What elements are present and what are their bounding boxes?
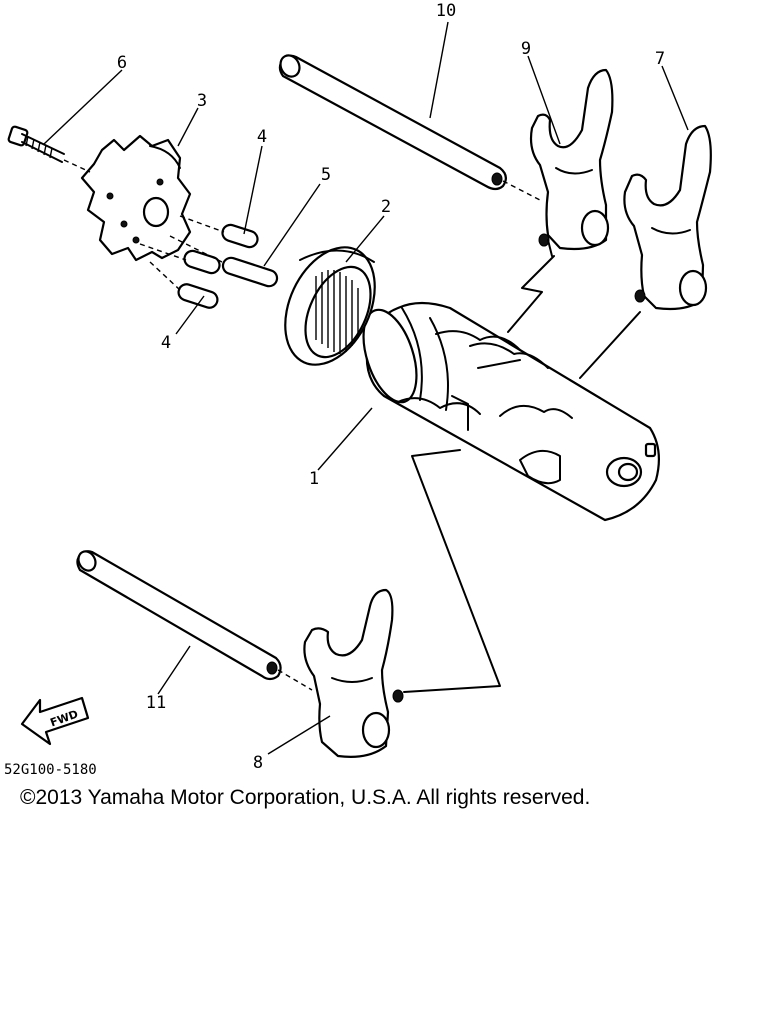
label-part-4-lower: 4: [161, 333, 171, 353]
label-part-7: 7: [655, 49, 665, 69]
shift-fork-7: [623, 124, 712, 311]
fwd-arrow: FWD: [20, 696, 90, 746]
label-part-8: 8: [253, 753, 263, 773]
exploded-parts-diagram: 10 9 7 6 3 4 5 2 4 1 11 8 FWD 52G100-518…: [4, 1, 712, 778]
screw-6: [7, 125, 91, 173]
pin-5: [169, 235, 279, 288]
label-part-3: 3: [197, 91, 207, 111]
label-part-4-upper: 4: [257, 127, 267, 147]
label-part-2: 2: [381, 197, 391, 217]
part-labels: 10 9 7 6 3 4 5 2 4 1 11 8: [117, 1, 665, 773]
guide-lines: [403, 255, 641, 693]
shift-fork-9: [529, 68, 614, 257]
label-part-10: 10: [436, 1, 456, 21]
diagram-code: 52G100-5180: [4, 762, 97, 778]
label-part-6: 6: [117, 53, 127, 73]
shift-shaft-11: [76, 550, 313, 691]
segment-3: [80, 134, 192, 262]
label-part-5: 5: [321, 165, 331, 185]
shift-shaft-10: [278, 54, 541, 201]
label-part-11: 11: [146, 693, 166, 713]
label-part-9: 9: [521, 39, 531, 59]
copyright-notice: ©2013 Yamaha Motor Corporation, U.S.A. A…: [20, 786, 591, 809]
label-part-1: 1: [309, 469, 319, 489]
leader-lines: [43, 21, 689, 755]
shift-fork-8: [303, 588, 404, 758]
shift-cam-1: [362, 301, 661, 522]
